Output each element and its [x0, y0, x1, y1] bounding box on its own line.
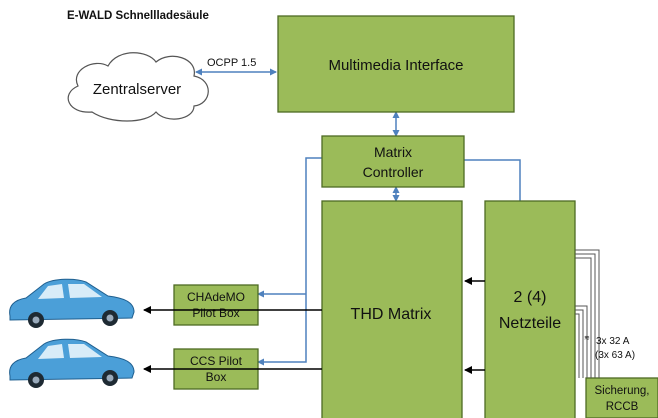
controller-pilot-link: [257, 157, 322, 366]
chademo-label-2: Pilot Box: [192, 306, 239, 320]
chademo-label-1: CHAdeMO: [187, 290, 245, 304]
diagram-title: E-WALD Schnellladesäule: [67, 10, 209, 22]
three-phase-symbol: ≋: [584, 335, 590, 342]
sicherung-label-2: RCCB: [606, 401, 639, 413]
thd-matrix-box: [321, 200, 463, 418]
netzteile-label-2: Netzteile: [499, 315, 561, 332]
cloud-label: Zentralserver: [93, 81, 181, 98]
multimedia-interface-label: Multimedia Interface: [328, 57, 463, 74]
supply-label-1: 3x 32 A: [596, 336, 630, 347]
matrix-controller-box: [321, 135, 465, 188]
thd-matrix-label: THD Matrix: [351, 306, 432, 323]
ccs-label-1: CCS Pilot: [190, 354, 243, 368]
matrix-controller-label-2: Controller: [363, 164, 424, 180]
multimedia-interface-box: [277, 15, 515, 113]
cloud-icon: [67, 52, 209, 122]
ocpp-label: OCPP 1.5: [207, 57, 256, 69]
sicherung-label-1: Sicherung,: [595, 385, 650, 397]
netzteile-box: [484, 200, 576, 418]
ccs-label-2: Box: [206, 370, 227, 384]
supply-label-2: (3x 63 A): [595, 350, 635, 361]
feeder-lines: [575, 249, 600, 378]
netzteile-label-1: 2 (4): [514, 289, 547, 306]
chademo-pilot-box: [173, 284, 259, 326]
sicherung-box: [585, 377, 658, 418]
matrix-controller-label-1: Matrix: [374, 144, 412, 160]
controller-netzteile-link: [464, 159, 521, 201]
car-icon: [9, 338, 135, 388]
car-icon: [9, 278, 135, 328]
